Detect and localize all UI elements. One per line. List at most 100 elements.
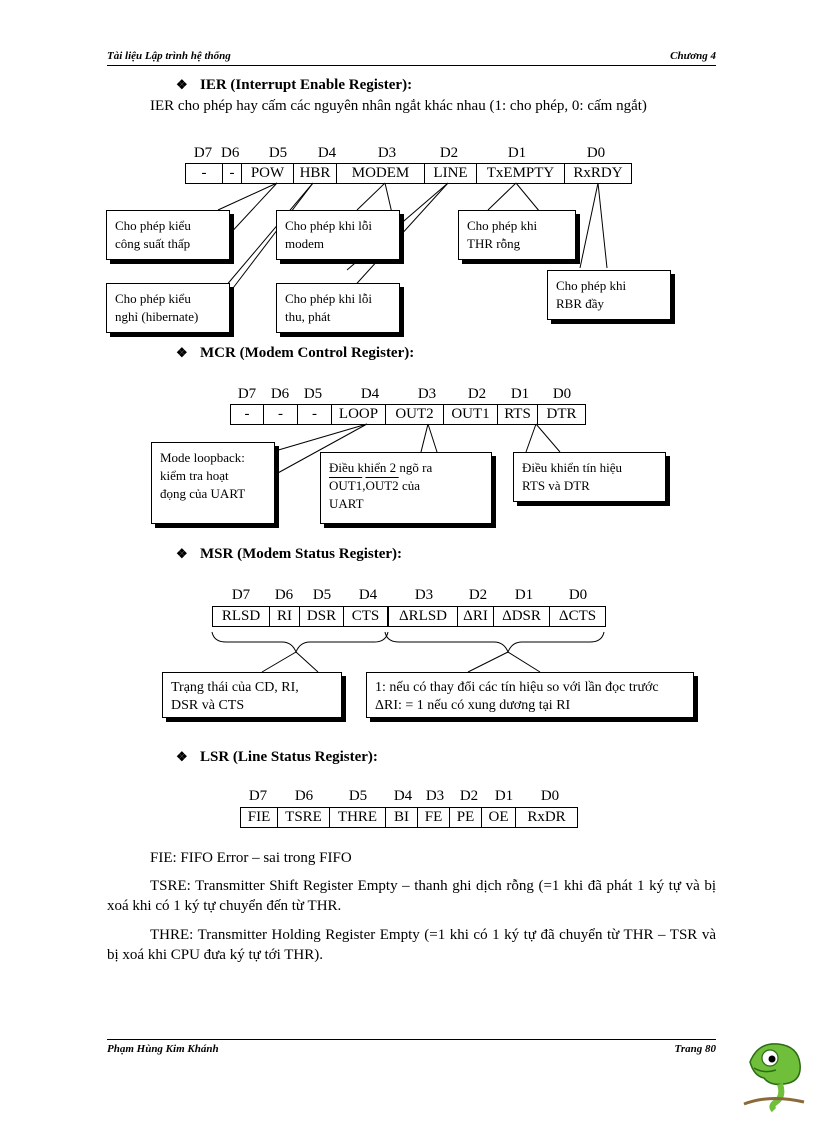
ier-cell-d7: -: [201, 165, 207, 181]
bit-label: D4: [393, 788, 413, 804]
diamond-bullet-icon: ❖: [176, 749, 188, 764]
msr-register-low: ΔRLSD ΔRI ΔDSR ΔCTS: [388, 606, 606, 627]
mcr-cell-d2: OUT1: [443, 405, 497, 424]
bit-label: D1: [510, 386, 530, 402]
ier-bit-labels: D7 D6 D5 D4 D3 D2 D1 D0: [185, 145, 632, 163]
lsr-cell-d2: PE: [449, 808, 481, 827]
footer-page-number: Trang 80: [674, 1043, 716, 1055]
lsr-cell-d6: TSRE: [277, 808, 329, 827]
bit-label: D2: [459, 788, 479, 804]
bit-label: D2: [467, 386, 487, 402]
bit-label: D3: [377, 145, 397, 161]
bit-label: D6: [221, 145, 240, 161]
paragraph-tsre: TSRE: Transmitter Shift Register Empty –…: [107, 878, 716, 914]
mcr-cell-d3: OUT2: [385, 405, 443, 424]
header-chapter: Chương 4: [670, 50, 716, 62]
bit-label: D3: [425, 788, 445, 804]
bit-label: D1: [507, 145, 527, 161]
ier-cell-d0: RxRDY: [564, 164, 631, 183]
mcr-callout-out: Điều khiển 2 ngõ ra OUT1,OUT2 của UART: [320, 452, 492, 524]
chameleon-mascot-icon: [743, 1043, 805, 1112]
lsr-cell-d3: FE: [417, 808, 449, 827]
ier-cell-d3: MODEM: [336, 164, 424, 183]
ier-register: - - POW HBR MODEM LINE TxEMPTY RxRDY: [185, 163, 632, 184]
bit-label: D3: [414, 587, 434, 603]
lsr-register: FIE TSRE THRE BI FE PE OE RxDR: [240, 807, 578, 828]
msr-cell-d2: ΔRI: [457, 607, 493, 626]
bit-label: D5: [312, 587, 332, 603]
msr-cell-d3: ΔRLSD: [399, 608, 447, 624]
bit-label: D7: [237, 386, 257, 402]
bit-label: D7: [193, 145, 213, 161]
bit-label: D5: [268, 145, 288, 161]
diamond-bullet-icon: ❖: [176, 345, 188, 360]
msr-register-high: RLSD RI DSR CTS: [212, 606, 388, 627]
ier-cell-d5: POW: [241, 164, 293, 183]
header-rule: [107, 65, 716, 66]
msr-cell-d7: RLSD: [221, 608, 261, 624]
bit-label: D1: [494, 788, 514, 804]
lsr-cell-d7: FIE: [247, 809, 271, 825]
bit-label: D7: [248, 788, 268, 804]
lsr-bit-labels: D7 D6 D5 D4 D3 D2 D1 D0: [240, 788, 580, 806]
ier-cell-d6: -: [222, 164, 241, 183]
ier-description: IER cho phép hay cấm các nguyên nhân ngắ…: [150, 98, 647, 114]
mcr-heading: ❖MCR (Modem Control Register):: [176, 345, 415, 361]
msr-cell-d6: RI: [269, 607, 299, 626]
bit-label: D3: [417, 386, 437, 402]
footer-author: Phạm Hùng Kim Khánh: [107, 1043, 219, 1055]
bit-label: D5: [303, 386, 323, 402]
ier-cell-d1: TxEMPTY: [476, 164, 564, 183]
msr-cell-d5: DSR: [299, 607, 343, 626]
ier-heading: ❖IER (Interrupt Enable Register):: [176, 77, 413, 93]
bit-label: D2: [439, 145, 459, 161]
bit-label: D4: [358, 587, 378, 603]
ier-cell-d2: LINE: [424, 164, 476, 183]
ier-cell-d4: HBR: [293, 164, 336, 183]
footer-rule: [107, 1039, 716, 1040]
bit-label: D2: [468, 587, 488, 603]
lsr-cell-d0: RxDR: [515, 808, 577, 827]
bit-label: D6: [274, 587, 294, 603]
bit-label: D7: [231, 587, 251, 603]
mcr-cell-d6: -: [263, 405, 297, 424]
bit-label: D0: [568, 587, 588, 603]
bit-label: D0: [586, 145, 606, 161]
bit-label: D0: [540, 788, 560, 804]
msr-cell-d1: ΔDSR: [493, 607, 549, 626]
mcr-cell-d1: RTS: [497, 405, 537, 424]
msr-callout-state: Trạng thái của CD, RI,DSR và CTS: [162, 672, 342, 718]
lsr-cell-d4: BI: [385, 808, 417, 827]
lsr-cell-d1: OE: [481, 808, 515, 827]
bit-label: D6: [270, 386, 290, 402]
msr-callout-delta: 1: nếu có thay đổi các tín hiệu so với l…: [366, 672, 694, 718]
lsr-cell-d5: THRE: [329, 808, 385, 827]
msr-bit-labels: D7 D6 D5 D4 D3 D2 D1 D0: [210, 587, 610, 605]
bit-label: D4: [317, 145, 337, 161]
paragraph-thre: THRE: Transmitter Holding Register Empty…: [107, 927, 716, 963]
msr-heading: ❖MSR (Modem Status Register):: [176, 546, 403, 562]
bit-label: D6: [294, 788, 314, 804]
header-title: Tài liệu Lập trình hệ thống: [107, 50, 231, 62]
bit-label: D0: [552, 386, 572, 402]
paragraph-fie: FIE: FIFO Error – sai trong FIFO: [150, 850, 352, 866]
msr-cell-d4: CTS: [343, 607, 387, 626]
bit-label: D5: [348, 788, 368, 804]
bit-label: D4: [360, 386, 380, 402]
mcr-bit-labels: D7 D6 D5 D4 D3 D2 D1 D0: [230, 386, 590, 404]
mcr-cell-d4: LOOP: [331, 405, 385, 424]
diamond-bullet-icon: ❖: [176, 546, 188, 561]
mcr-cell-d5: -: [297, 405, 331, 424]
diamond-bullet-icon: ❖: [176, 77, 188, 92]
msr-cell-d0: ΔCTS: [549, 607, 605, 626]
mcr-cell-d7: -: [244, 406, 250, 422]
lsr-heading: ❖LSR (Line Status Register):: [176, 749, 378, 765]
